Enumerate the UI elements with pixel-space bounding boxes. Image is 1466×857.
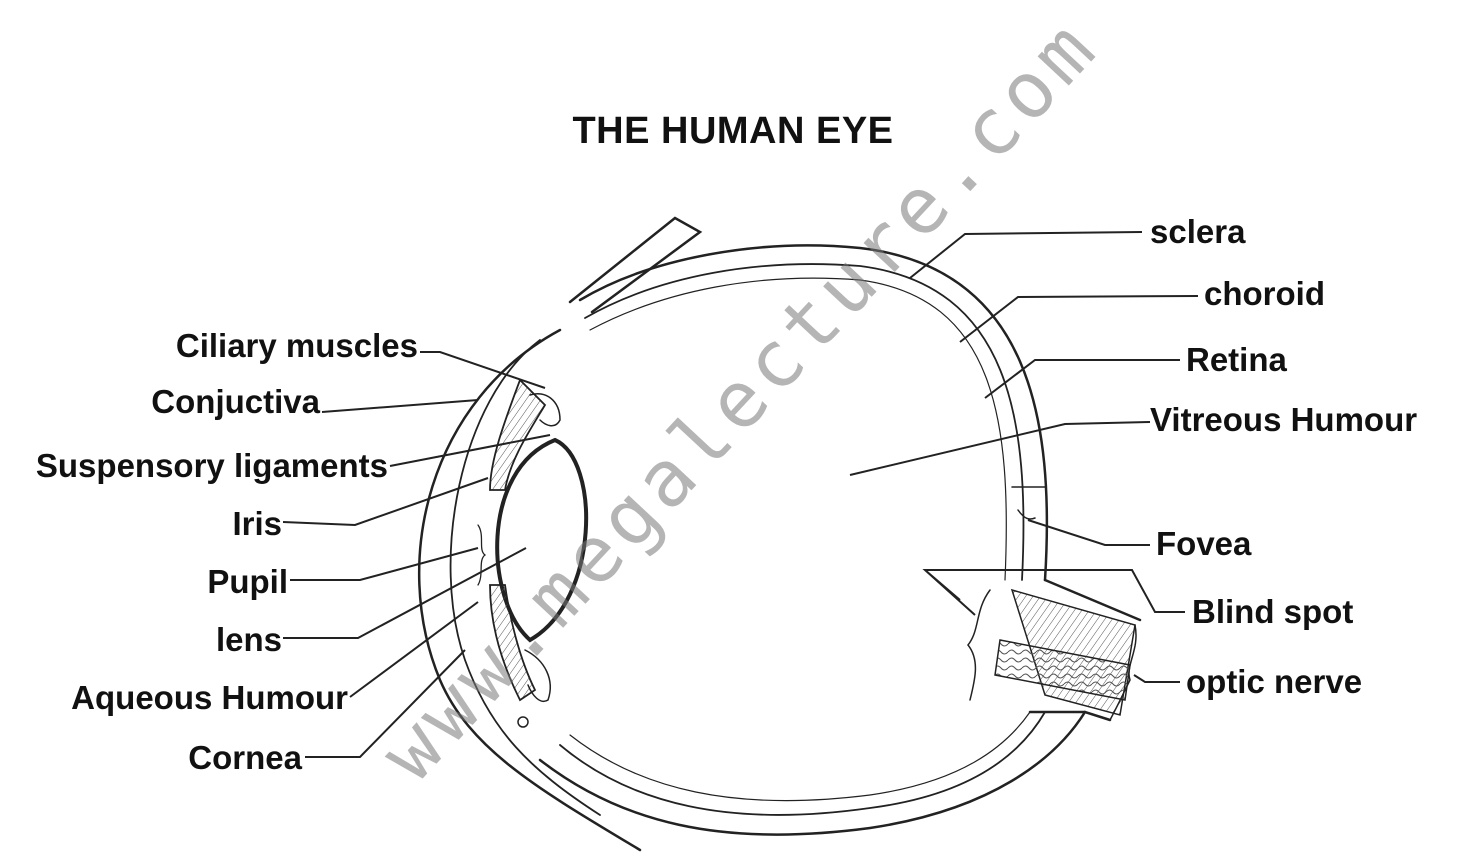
pointer-ciliary [420, 352, 545, 388]
label-fovea: Fovea [1156, 524, 1251, 564]
retina-outline [590, 278, 1006, 580]
blind-spot-brace [968, 590, 990, 700]
label-choroid: choroid [1204, 274, 1325, 314]
label-optic-nerve: optic nerve [1186, 662, 1362, 702]
pointer-aqueous [350, 602, 478, 697]
pointer-optic-nerve [1134, 675, 1180, 682]
label-ciliary-muscles: Ciliary muscles [150, 326, 418, 366]
canal-dot [518, 717, 528, 727]
label-iris: Iris [180, 504, 282, 544]
pointer-retina [985, 360, 1180, 398]
pointer-sclera [910, 232, 1142, 278]
label-retina: Retina [1186, 340, 1287, 380]
sclera-outline-lower [540, 712, 1085, 835]
label-conjuctiva: Conjuctiva [120, 382, 320, 422]
choroid-outline [585, 264, 1023, 580]
label-blind-spot: Blind spot [1192, 592, 1353, 632]
fovea-mark [1012, 487, 1045, 519]
pupil-brace [478, 525, 485, 585]
label-cornea: Cornea [150, 738, 302, 778]
sclera-flap [570, 218, 700, 312]
label-aqueous-humour: Aqueous Humour [30, 678, 348, 718]
retina-outline-lower [570, 712, 1030, 801]
label-sclera: sclera [1150, 212, 1245, 252]
label-lens: lens [180, 620, 282, 660]
label-pupil: Pupil [180, 562, 288, 602]
page-title: THE HUMAN EYE [0, 110, 1466, 153]
sclera-outline [580, 245, 1047, 580]
pointer-conjuctiva [322, 400, 478, 412]
label-vitreous-humour: Vitreous Humour [1150, 400, 1417, 440]
label-suspensory-ligaments: Suspensory ligaments [8, 446, 388, 486]
iris-lower [490, 585, 535, 700]
